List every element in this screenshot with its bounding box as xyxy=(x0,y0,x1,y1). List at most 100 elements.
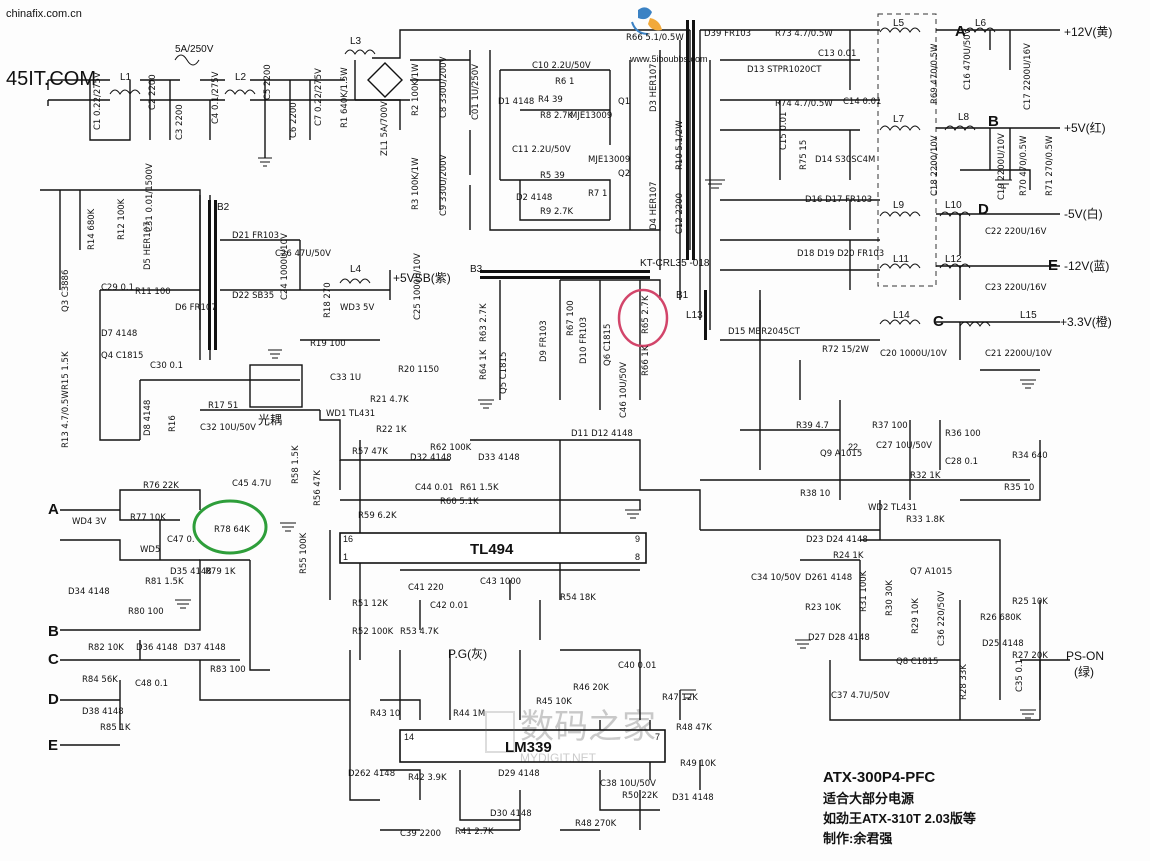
label-r55: R55 100K xyxy=(299,532,309,574)
label-r38: R38 10 xyxy=(800,489,830,499)
label-B1: B1 xyxy=(676,290,689,301)
output-inductor-region xyxy=(877,13,937,287)
label-r57: R57 47K xyxy=(352,447,388,457)
label-d8: D8 4148 xyxy=(143,400,153,436)
label-r48-270k: R48 270K xyxy=(575,819,617,829)
label-mje1: MJE13009 xyxy=(570,111,612,121)
label-r14: R14 680K xyxy=(87,208,97,250)
label-c9: C9 330U/200V xyxy=(439,154,449,216)
label-r77: R77 10K xyxy=(130,513,166,523)
label-c13: C13 0.01 xyxy=(818,49,856,59)
label-B2: B2 xyxy=(217,202,230,213)
label-L15: L15 xyxy=(1020,310,1037,321)
label-r46: R46 20K xyxy=(573,683,609,693)
label-r69: R69 470/0.5W xyxy=(930,43,940,104)
label-c8: C8 330U/200V xyxy=(439,56,449,118)
title-block: ATX-300P4-PFC 适合大部分电源 如劲王ATX-310T 2.03版等… xyxy=(823,769,976,846)
label-r72: R72 15/2W xyxy=(822,345,870,355)
lm339-pin7: 7 xyxy=(655,732,660,742)
label-r18: R18 270 xyxy=(323,282,333,318)
label-L14: L14 xyxy=(893,310,910,321)
output-rail-labels: +12V(黄) +5V(红) -5V(白) -12V(蓝) +3.3V(橙) +… xyxy=(258,25,1112,679)
label-d23d24: D23 D24 4148 xyxy=(806,535,868,545)
label-r48: R48 47K xyxy=(676,723,712,733)
tl494-label: TL494 xyxy=(470,541,514,558)
label-L12: L12 xyxy=(945,254,962,265)
label-r51: R51 12K xyxy=(352,599,388,609)
watermark-logo-text: 数码之家 xyxy=(520,708,656,746)
label-r73: R73 4.7/0.5W xyxy=(775,29,833,39)
label-r42: R42 3.9K xyxy=(408,773,447,783)
label-r81: R81 1.5K xyxy=(145,577,184,587)
label-r26: R26 680K xyxy=(980,613,1022,623)
label-wd3: WD3 5V xyxy=(340,303,374,313)
label-minus5v: -5V(白) xyxy=(1064,206,1103,221)
label-wd1: WD1 TL431 xyxy=(326,409,375,419)
title-line1: 适合大部分电源 xyxy=(823,791,914,806)
label-c42: C42 0.01 xyxy=(430,601,468,611)
label-5vsb: +5VSB(紫) xyxy=(393,271,451,285)
label-q8: Q8 C1815 xyxy=(896,657,938,667)
label-r84: R84 56K xyxy=(82,675,118,685)
title-model: ATX-300P4-PFC xyxy=(823,769,935,786)
test-point-letters: A B D E C A B C D E xyxy=(48,23,1058,754)
label-L10: L10 xyxy=(945,200,962,211)
label-r58: R58 1.5K xyxy=(291,445,301,484)
label-c48: C48 0.1 xyxy=(135,679,168,689)
label-L2: L2 xyxy=(235,72,247,83)
point-b-left: B xyxy=(48,623,59,640)
label-r43: R43 10 xyxy=(370,709,400,719)
label-d35: D35 4148 xyxy=(170,567,212,577)
label-mje2: MJE13009 xyxy=(588,155,630,165)
label-r11: R11 100 xyxy=(135,287,171,297)
label-r21: R21 4.7K xyxy=(370,395,409,405)
label-r70: R70 470/0.5W xyxy=(1019,135,1029,196)
highlight-green-r78 xyxy=(192,499,268,555)
label-r4: R4 39 xyxy=(538,95,563,105)
title-line2: 如劲王ATX-310T 2.03版等 xyxy=(823,811,976,826)
label-d21: D21 FR103 xyxy=(232,231,279,241)
label-r31: R31 100K xyxy=(859,570,869,612)
point-d-top: D xyxy=(978,201,989,218)
watermark-logo: 数码之家 MYDIGIT.NET xyxy=(485,708,656,765)
label-5v: +5V(红) xyxy=(1064,120,1106,135)
label-c17: C17 2200U/16V xyxy=(1023,43,1033,110)
label-q9: Q9 A1015 xyxy=(820,449,862,459)
label-r53: R53 4.7K xyxy=(400,627,439,637)
label-r5: R5 39 xyxy=(540,171,565,181)
label-d27d28: D27 D28 4148 xyxy=(808,633,870,643)
label-r54: R54 18K xyxy=(560,593,596,603)
watermark-top-left: chinafix.com.cn xyxy=(6,8,82,20)
label-c20: C20 1000U/10V xyxy=(880,349,947,359)
label-c25: C25 1000U/10V xyxy=(413,253,423,320)
label-c14: C14 0.01 xyxy=(843,97,881,107)
label-c31: C31 0.01/1500V xyxy=(145,163,155,232)
label-c37: C37 4.7U/50V xyxy=(831,691,890,701)
label-d39: D39 FR103 xyxy=(704,29,751,39)
label-r24: R24 1K xyxy=(833,551,864,561)
label-r19: R19 100 xyxy=(310,339,346,349)
ground-symbols xyxy=(175,157,1036,719)
label-wd4: WD4 3V xyxy=(72,517,106,527)
label-L7: L7 xyxy=(893,114,905,125)
label-c38: C38 10U/50V xyxy=(600,779,656,789)
label-c12: C12 2200 xyxy=(675,193,685,234)
label-r20: R20 1150 xyxy=(398,365,439,375)
label-c28: C28 0.1 xyxy=(945,457,978,467)
label-r67: R67 100 xyxy=(566,300,576,336)
label-d37: D37 4148 xyxy=(184,643,226,653)
label-d34: D34 4148 xyxy=(68,587,110,597)
label-r76: R76 22K xyxy=(143,481,179,491)
label-r74: R74 4.7/0.5W xyxy=(775,99,833,109)
label-r71: R71 270/0.5W xyxy=(1045,135,1055,196)
label-d261: D261 4148 xyxy=(805,573,852,583)
tl494-pin16: 16 xyxy=(343,534,353,544)
label-pson-color: (绿) xyxy=(1074,664,1094,679)
label-fuse: 5A/250V xyxy=(175,44,214,55)
tl494-pin1: 1 xyxy=(343,552,348,562)
label-c5: C5 2200 xyxy=(263,64,273,100)
label-12v: +12V(黄) xyxy=(1064,25,1112,39)
label-c16: C16 470U/50V xyxy=(963,28,973,90)
